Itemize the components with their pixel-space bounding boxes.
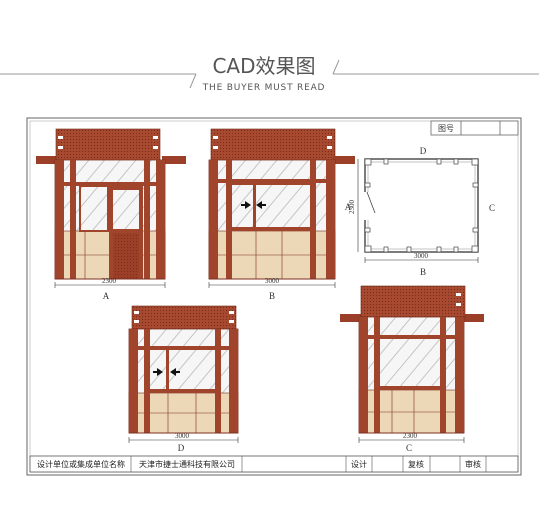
page-subtitle: THE BUYER MUST READ	[202, 83, 326, 93]
header-slash-right	[332, 59, 340, 75]
elevation-b-canopy	[210, 128, 336, 161]
title-block: 设计单位或集成单位名称 天津市捷士通科技有限公司 设计 复核 审核	[29, 455, 519, 473]
review-label: 复核	[408, 459, 424, 469]
plan-label-d: D	[420, 146, 427, 156]
drawing-number-label: 图号	[438, 124, 454, 133]
elevation-b: 3000 B	[208, 128, 355, 301]
elevation-c-canopy	[360, 285, 466, 318]
elevation-a-canopy	[55, 128, 161, 161]
designer-unit-label: 设计单位或集成单位名称	[37, 459, 125, 469]
plan-label-b: B	[420, 267, 426, 277]
approve-label: 审核	[465, 459, 481, 469]
elevation-b-dimension: 3000	[265, 277, 280, 285]
drawing-number-box: 图号	[430, 120, 519, 136]
elevation-b-label: B	[269, 291, 275, 301]
elevation-d: 3000 D	[128, 305, 239, 453]
elevation-d-label: D	[178, 443, 185, 453]
elevation-c-dimension: 2300	[403, 432, 418, 440]
company-name: 天津市捷士通科技有限公司	[139, 459, 235, 469]
page-header: CAD效果图 THE BUYER MUST READ	[0, 54, 539, 93]
plan-width-dimension: 3000	[414, 252, 429, 260]
floor-plan: 3000 2300 D A C B	[345, 146, 495, 277]
sliding-window-arrows-icon	[241, 201, 266, 209]
plan-label-a: A	[345, 202, 352, 212]
elevation-d-canopy	[131, 305, 237, 330]
sheet-border	[26, 117, 522, 476]
elevation-a-label: A	[103, 291, 110, 301]
header-slash-left	[189, 73, 197, 89]
elevation-d-dimension: 3000	[175, 432, 190, 440]
plan-depth-dimension: 2300	[348, 200, 356, 215]
elevation-c: 2300 C	[340, 285, 484, 453]
elevation-a-dimension: 2300	[102, 277, 117, 285]
elevation-c-label: C	[406, 443, 412, 453]
plan-label-c: C	[489, 203, 495, 213]
elevation-a: 2300 A	[36, 128, 186, 301]
page-title: CAD效果图	[212, 54, 315, 78]
plan-outline	[364, 158, 479, 253]
design-label: 设计	[351, 459, 367, 469]
sliding-window-arrows-icon	[153, 368, 180, 376]
